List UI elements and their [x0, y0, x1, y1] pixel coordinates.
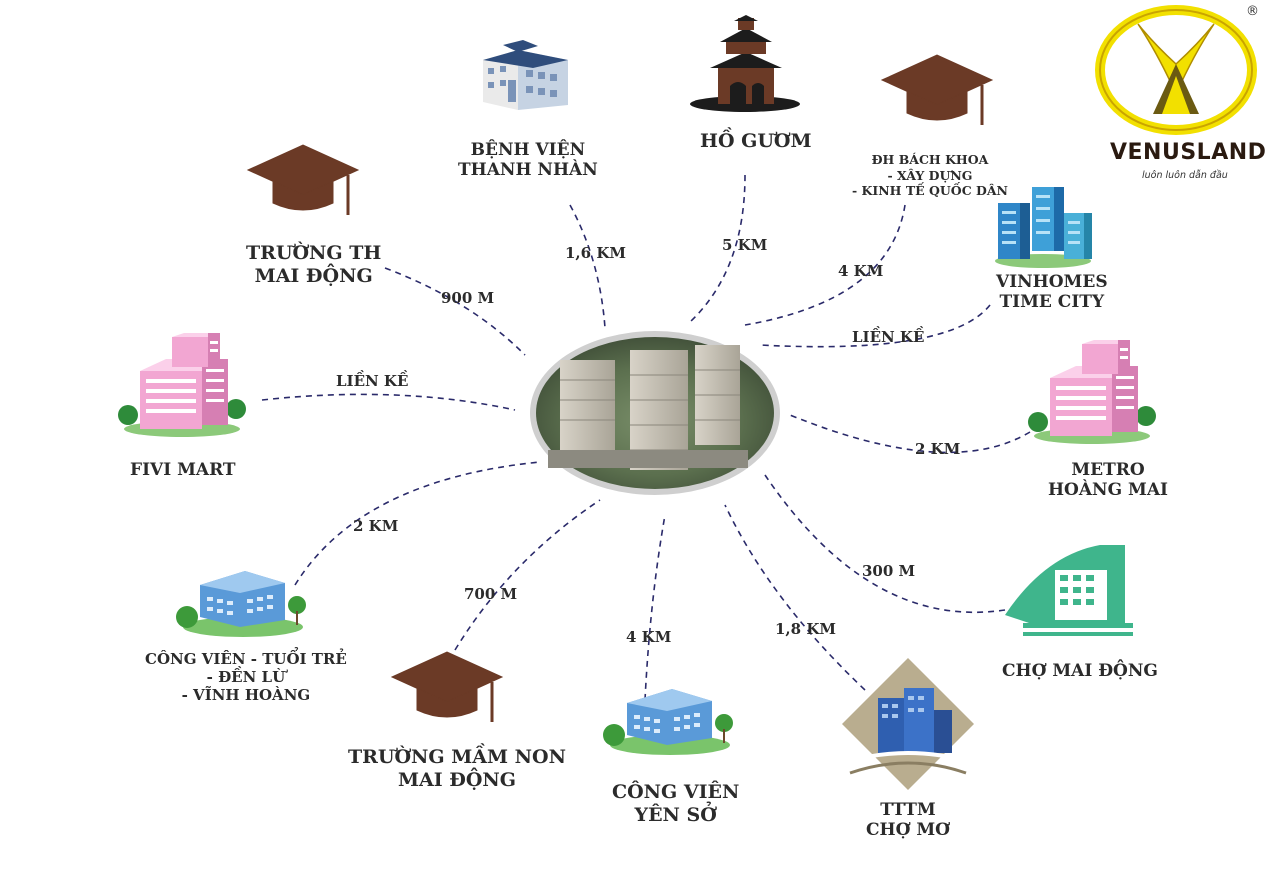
distance-truong-th: 900 M — [441, 289, 495, 307]
distance-vinhomes: LIỀN KỀ — [852, 328, 925, 346]
graduation-cap-icon — [390, 650, 504, 724]
distance-metro: 2 KM — [915, 440, 961, 458]
distance-fivi: LIỀN KỀ — [336, 372, 409, 390]
graduation-cap-icon — [880, 53, 994, 127]
hospital-icon — [483, 40, 568, 110]
venusland-logo-icon — [1095, 5, 1257, 135]
distance-mam-non: 700 M — [464, 585, 518, 603]
label-ho-guom: HỒ GƯƠM — [700, 130, 812, 152]
park-building-icon — [603, 689, 733, 755]
distance-ho-guom: 5 KM — [722, 236, 768, 254]
distance-cho-mai-dong: 300 M — [862, 562, 916, 580]
label-cho-mai-dong: CHỢ MAI ĐỘNG — [1002, 661, 1158, 681]
distance-dh-bach-khoa: 4 KM — [838, 262, 884, 280]
pink-building-icon — [1028, 340, 1156, 444]
brand-name: VENUSLAND — [1110, 140, 1267, 165]
distance-cv-tuoi-tre: 2 KM — [353, 517, 399, 535]
temple-icon — [690, 15, 800, 112]
brand-slogan: luôn luôn dẫn đầu — [1142, 170, 1228, 181]
project-photo — [530, 331, 780, 495]
distance-cv-yen-so: 4 KM — [626, 628, 672, 646]
distance-benh-vien: 1,6 KM — [565, 244, 626, 262]
market-icon — [1005, 545, 1133, 636]
pink-building-icon — [118, 333, 246, 437]
towers-icon — [995, 187, 1092, 268]
label-cv-tuoi-tre: CÔNG VIÊN - TUỔI TRẺ- ĐỀN LỪ- VĨNH HOÀNG — [145, 650, 347, 704]
registered-mark: ® — [1246, 4, 1259, 19]
distance-tttm: 1,8 KM — [775, 620, 836, 638]
mall-icon — [841, 658, 975, 790]
connector-lines — [261, 174, 1031, 701]
label-dh-bach-khoa: ĐH BÁCH KHOA- XÂY DỰNG- KINH TẾ QUỐC DÂN — [852, 152, 1008, 199]
graduation-cap-icon — [246, 143, 360, 217]
label-fivi: FIVI MART — [130, 460, 236, 480]
park-building-icon — [176, 571, 306, 637]
